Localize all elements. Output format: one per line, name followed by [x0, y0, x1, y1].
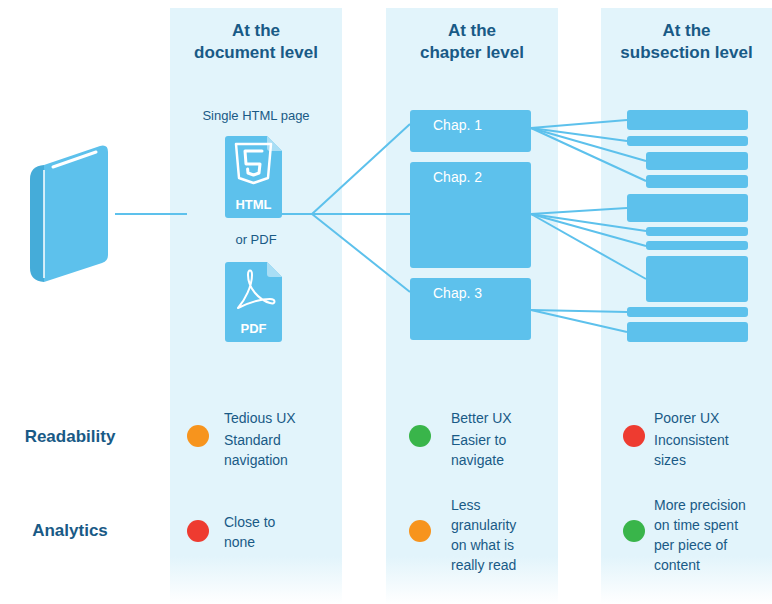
readability-note: Easier to navigate	[451, 430, 531, 470]
text-slot: Inconsistent sizes	[654, 430, 762, 470]
format-caption: Single HTML page	[173, 108, 339, 124]
text-slot: Readability	[0, 426, 140, 448]
row-label: Readability	[0, 426, 140, 448]
analytics-note: Less granularity on what is really read	[451, 495, 531, 575]
text-slot: Single HTML page	[173, 108, 339, 124]
file-type-label: HTML	[225, 136, 282, 213]
level-column: At the chapter levelBetter UXEasier to n…	[386, 8, 558, 604]
text-slot: More precision on time spent per piece o…	[654, 495, 762, 575]
text-slot: Better UX	[451, 408, 531, 428]
book-spine	[30, 165, 44, 282]
chapter-box: Chap. 1	[410, 110, 531, 152]
file-type-label: PDF	[225, 262, 282, 337]
text-slot: Standard navigation	[224, 430, 304, 470]
chapter-label: Chap. 2	[433, 167, 482, 187]
book-icon	[30, 146, 108, 282]
text-slot: or PDF	[173, 232, 339, 248]
chapter-label: Chap. 3	[433, 283, 482, 303]
chapter-label: Chap. 1	[433, 115, 482, 135]
text-slot: At the document level	[191, 20, 321, 64]
chapter-box: Chap. 2	[410, 162, 531, 268]
html-file-icon: HTML	[225, 136, 282, 218]
readability-note: Inconsistent sizes	[654, 430, 762, 470]
text-slot: Less granularity on what is really read	[451, 495, 531, 575]
text-slot: Close to none	[224, 512, 304, 552]
book-edge	[43, 170, 45, 278]
text-slot: Easier to navigate	[451, 430, 531, 470]
text-slot: At the chapter level	[417, 20, 527, 64]
book-ribbon	[53, 152, 96, 167]
html5-mark	[245, 151, 262, 175]
column-heading: At the document level	[191, 20, 321, 64]
text-slot: Poorer UX	[654, 408, 762, 428]
chapter-box: Chap. 3	[410, 278, 531, 340]
pdf-file-icon: PDF	[225, 262, 282, 342]
text-slot: Analytics	[0, 520, 140, 542]
file-fold	[267, 262, 282, 277]
text-slot: Tedious UX	[224, 408, 304, 428]
column-heading: At the subsection level	[618, 20, 755, 64]
level-column: At the document levelSingle HTML page or …	[170, 8, 342, 604]
format-caption: or PDF	[173, 232, 339, 248]
file-outline	[225, 136, 282, 218]
level-column: At the subsection levelPoorer UXInconsis…	[601, 8, 772, 604]
analytics-note: More precision on time spent per piece o…	[654, 495, 762, 575]
file-outline	[225, 262, 282, 342]
column-heading: At the chapter level	[417, 20, 527, 64]
book-cover	[44, 146, 108, 282]
analytics-note: Close to none	[224, 512, 304, 552]
acrobat-mark	[238, 271, 275, 309]
html5-shield	[236, 144, 271, 183]
readability-note: Standard navigation	[224, 430, 304, 470]
readability-verdict: Poorer UX	[654, 408, 762, 428]
row-label: Analytics	[0, 520, 140, 542]
text-slot: At the subsection level	[618, 20, 755, 64]
readability-verdict: Better UX	[451, 408, 531, 428]
readability-verdict: Tedious UX	[224, 408, 304, 428]
